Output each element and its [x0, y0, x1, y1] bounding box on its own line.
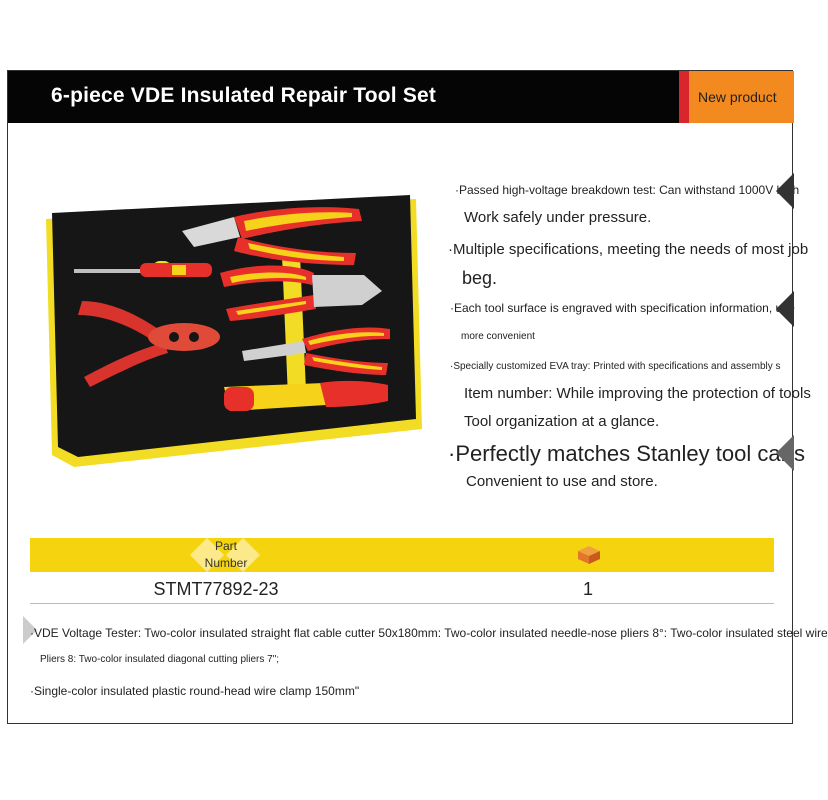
feature-line: ·Each tool surface is engraved with spec… — [450, 301, 795, 315]
voltage-tester-icon — [74, 263, 212, 277]
feature-line: Work safely under pressure. — [464, 209, 652, 226]
quantity-cell: 1 — [582, 579, 593, 599]
diamond-icon — [226, 538, 260, 572]
feature-line: Convenient to use and store. — [466, 473, 658, 490]
table-row: STMT77892-23 1 — [30, 572, 774, 604]
badge-label: New product — [698, 89, 777, 105]
column-header-part-number: Part Number — [204, 539, 248, 570]
new-product-badge: New product — [679, 71, 794, 123]
feature-line: ·Multiple specifications, meeting the ne… — [448, 241, 809, 258]
combination-pliers-icon — [182, 207, 362, 265]
page-title: 6-piece VDE Insulated Repair Tool Set — [51, 84, 437, 107]
feature-line: ·Specially customized EVA tray: Printed … — [450, 361, 781, 372]
yellow-insert — [282, 255, 306, 397]
wire-clamp-icon — [78, 301, 220, 387]
diamond-icon — [190, 538, 224, 572]
tool-set-image — [44, 191, 424, 471]
package-box-icon — [578, 546, 600, 564]
feature-line: more convenient — [461, 331, 535, 342]
chevron-left-icon — [776, 173, 794, 209]
feature-line: Item number: While improving the protect… — [464, 385, 811, 402]
cable-knife-icon — [224, 380, 388, 411]
table-header: Part Number — [30, 538, 774, 572]
spec-table: Part Number STMT77892-23 1 — [30, 538, 774, 604]
part-number-cell: STMT77892-23 — [153, 579, 279, 599]
header-bar: 6-piece VDE Insulated Repair Tool Set Ne… — [8, 71, 794, 123]
tool-tray-illustration — [46, 195, 422, 467]
product-panel: 6-piece VDE Insulated Repair Tool Set Ne… — [7, 70, 828, 724]
diagonal-cutters-icon — [220, 265, 382, 321]
chevron-left-icon — [776, 291, 794, 327]
contents-line: Pliers 8: Two-color insulated diagonal c… — [40, 654, 280, 665]
chevron-left-icon — [776, 435, 794, 471]
contents-line: ·Single-color insulated plastic round-he… — [30, 684, 360, 698]
feature-line: beg. — [462, 268, 498, 288]
feature-line: Tool organization at a glance. — [464, 413, 660, 430]
chevron-right-icon — [23, 616, 37, 644]
feature-line: ·Perfectly matches Stanley tool carts — [448, 441, 806, 466]
contents-line: ·VDE Voltage Tester: Two-color insulated… — [30, 626, 828, 640]
needle-nose-pliers-icon — [242, 327, 390, 375]
feature-line: ·Passed high-voltage breakdown test: Can… — [455, 183, 800, 197]
